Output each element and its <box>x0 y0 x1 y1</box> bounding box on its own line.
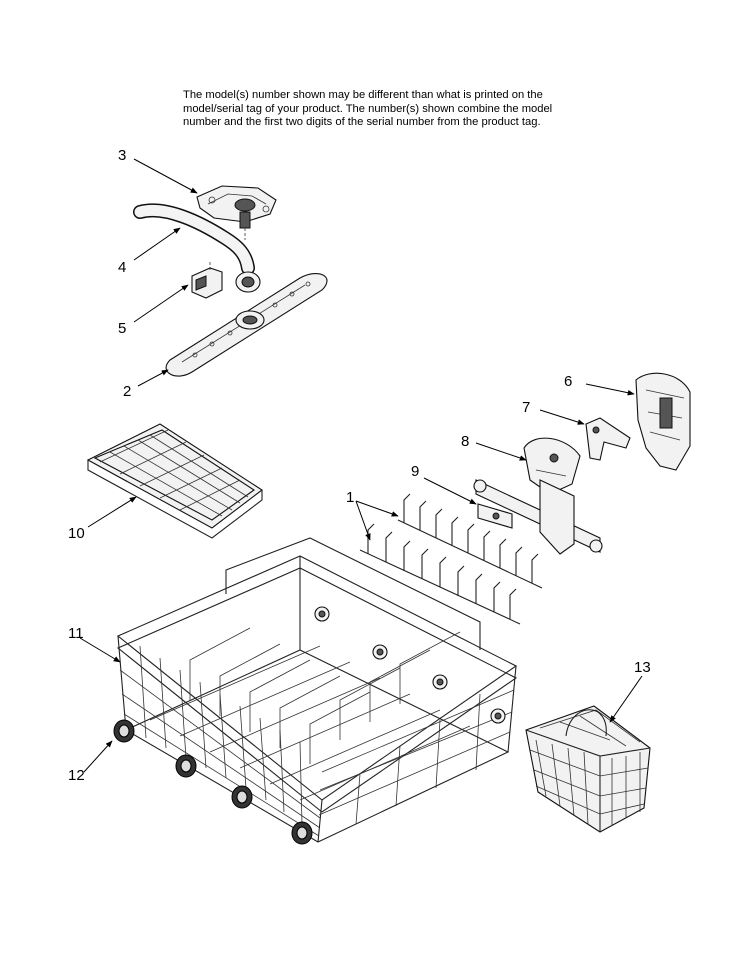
part-2-spray-arm <box>165 273 328 377</box>
model-number-note: The model(s) number shown may be differe… <box>183 89 583 130</box>
callout-2: 2 <box>123 383 131 400</box>
part-3-spray-arm-mount <box>196 185 277 229</box>
callout-6: 6 <box>564 373 572 390</box>
note-line-2: model/serial tag of your product. The nu… <box>183 102 553 115</box>
callout-13: 13 <box>634 659 651 676</box>
callout-12: 12 <box>68 767 85 784</box>
callout-1: 1 <box>346 489 354 506</box>
rack-rollers-rear <box>314 606 506 724</box>
callout-3: 3 <box>118 147 126 164</box>
note-line-1: The model(s) number shown may be differe… <box>183 89 543 101</box>
callout-5: 5 <box>118 320 126 337</box>
part-7-adjuster-lever <box>585 417 631 461</box>
callout-labels: 3 4 5 2 6 7 8 9 1 10 11 12 13 <box>68 147 651 784</box>
part-4-feed-tube <box>133 203 261 293</box>
callout-8: 8 <box>461 433 469 450</box>
callout-4: 4 <box>118 259 126 276</box>
part-10-cutlery-tray <box>86 423 263 539</box>
part-12-wheels <box>113 719 313 845</box>
part-13-silverware-basket <box>525 705 651 833</box>
part-5-clip <box>191 262 223 299</box>
callout-10: 10 <box>68 525 85 542</box>
note-line-3: number and the first two digits of the s… <box>183 116 541 128</box>
part-9-slide-rail <box>473 479 603 555</box>
part-1-tine-rows <box>359 493 543 625</box>
leader-lines <box>79 158 643 773</box>
callout-9: 9 <box>411 463 419 480</box>
part-11-lower-rack <box>116 537 518 843</box>
callout-11: 11 <box>68 625 84 642</box>
callout-7: 7 <box>522 399 530 416</box>
part-6-adjuster-housing <box>635 372 691 471</box>
part-8-adjuster-plate <box>523 437 581 495</box>
